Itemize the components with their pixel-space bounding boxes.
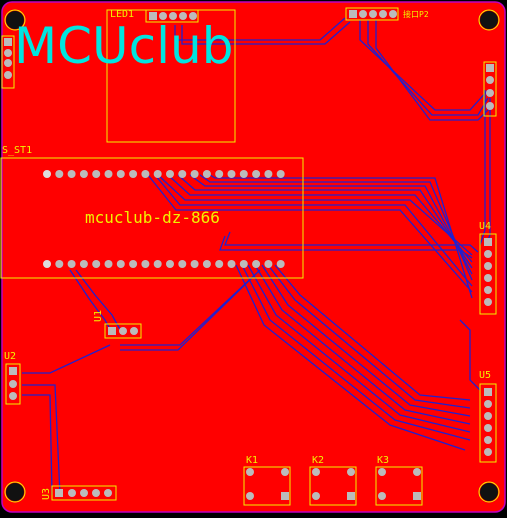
- mounting-hole-icon: [4, 9, 26, 31]
- pad-icon: [153, 170, 162, 178]
- pad-icon: [79, 170, 88, 178]
- pad-icon: [252, 170, 261, 178]
- u5-label: U5: [479, 370, 492, 381]
- pad-icon: [190, 260, 199, 268]
- pad-icon: [116, 170, 125, 178]
- trace-icon: [22, 17, 491, 496]
- pad-icon: [129, 260, 138, 268]
- k3-label: K3: [377, 455, 390, 466]
- pad-icon: [43, 170, 51, 178]
- u3-header: [51, 485, 117, 501]
- k2-switch: [309, 466, 357, 506]
- led1-label: LED1: [110, 9, 135, 20]
- pad-icon: [55, 170, 64, 178]
- pad-icon: [55, 260, 64, 268]
- pad-icon: [79, 260, 88, 268]
- u4-label: U4: [479, 221, 492, 232]
- pad-icon: [178, 170, 187, 178]
- k1-switch: [243, 466, 291, 506]
- u2-label: U2: [4, 351, 17, 362]
- pad-icon: [166, 170, 174, 178]
- pad-icon: [178, 260, 187, 268]
- u1-label: U1: [93, 309, 104, 322]
- u4-header: [479, 233, 497, 315]
- pad-icon: [153, 260, 162, 268]
- pad-icon: [264, 170, 273, 178]
- pad-icon: [202, 170, 211, 178]
- k1-label: K1: [246, 455, 259, 466]
- mounting-hole-icon: [478, 481, 500, 503]
- pad-icon: [92, 260, 101, 268]
- right-top-header: [483, 61, 497, 117]
- left-top-header: [1, 35, 15, 89]
- u2-header: [5, 363, 21, 405]
- u3-label: U3: [41, 487, 52, 500]
- pad-icon: [239, 170, 248, 178]
- pad-icon: [276, 170, 285, 178]
- pad-icon: [239, 260, 248, 268]
- pad-icon: [92, 170, 101, 178]
- s-st1-bottom-pin-row: [43, 260, 285, 268]
- pad-icon: [141, 170, 150, 178]
- pad-icon: [67, 260, 76, 268]
- u1-header: [104, 323, 142, 339]
- pad-icon: [141, 260, 150, 268]
- s-st1-top-pin-row: [43, 170, 285, 178]
- led1-header: [145, 9, 199, 23]
- pad-icon: [227, 260, 236, 268]
- pad-icon: [276, 260, 285, 268]
- pad-icon: [202, 260, 211, 268]
- k2-label: K2: [312, 455, 325, 466]
- p2-label: 接口P2: [403, 10, 429, 19]
- mounting-hole-icon: [478, 9, 500, 31]
- pad-icon: [104, 260, 113, 268]
- pad-icon: [264, 260, 273, 268]
- pad-icon: [116, 260, 125, 268]
- pad-icon: [215, 170, 224, 178]
- p2-header: [345, 7, 399, 21]
- pad-icon: [166, 260, 174, 268]
- logo-text: MCUclub: [14, 17, 234, 75]
- mounting-hole-icon: [4, 481, 26, 503]
- pad-icon: [129, 170, 138, 178]
- s-st1-outline: [0, 157, 304, 279]
- pad-icon: [190, 170, 199, 178]
- k3-switch: [375, 466, 423, 506]
- pad-icon: [252, 260, 261, 268]
- pad-icon: [227, 170, 236, 178]
- pad-icon: [215, 260, 224, 268]
- s-st1-label: S_ST1: [2, 145, 33, 156]
- pad-icon: [104, 170, 113, 178]
- u5-header: [479, 383, 497, 463]
- model-text: mcuclub-dz-866: [85, 208, 220, 227]
- pad-icon: [43, 260, 51, 268]
- pad-icon: [67, 170, 76, 178]
